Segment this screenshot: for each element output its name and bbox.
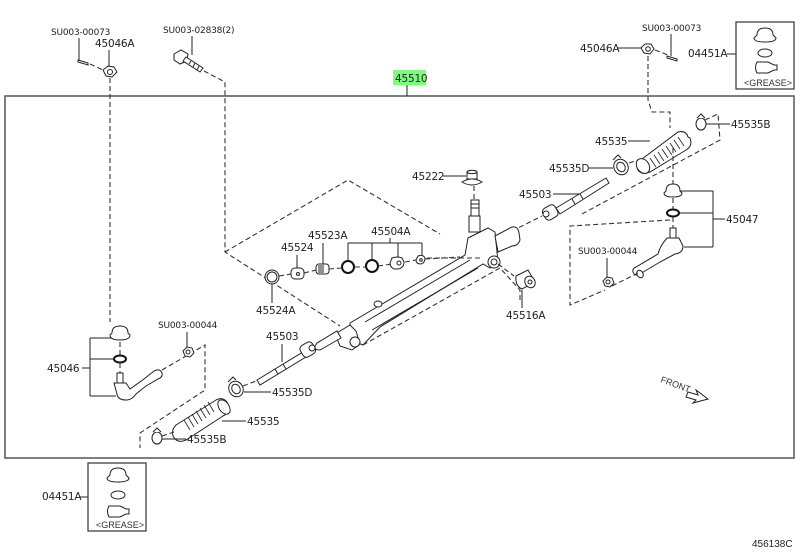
assembly-frame [4, 95, 795, 459]
flange-bolt-icon [173, 49, 204, 73]
grease-tube-icon [107, 505, 130, 518]
front-label: FRONT [659, 374, 692, 394]
part-number-45503-left[interactable]: 45503 [266, 331, 299, 343]
part-number-45535d-left[interactable]: 45535D [272, 387, 313, 399]
clip-icon [695, 113, 707, 131]
part-number-45510[interactable]: 45510 [395, 73, 428, 85]
tie-rod-end-icon [632, 227, 684, 279]
tie-rod-icon [541, 177, 610, 221]
steering-rack-housing[interactable] [314, 199, 521, 351]
o-ring-icon [757, 48, 773, 58]
part-number-45504a[interactable]: 45504A [371, 226, 412, 238]
bracket-leader-45046 [82, 337, 116, 397]
clip-icon [151, 427, 163, 445]
rack-guide-icon [290, 267, 305, 280]
part-number-45516a[interactable]: 45516A [506, 310, 547, 322]
cotter-pin-icon [666, 55, 678, 62]
part-number-45046[interactable]: 45046 [47, 363, 80, 375]
dust-boot-icon [106, 467, 130, 483]
bracket-leader-45047 [680, 190, 725, 248]
part-number-45046a-right[interactable]: 45046A [580, 43, 621, 55]
o-ring-icon [365, 259, 379, 273]
part-number-04451a-bottom[interactable]: 04451A [42, 491, 83, 503]
part-number-45535b-right[interactable]: 45535B [731, 119, 771, 131]
dust-boot-icon [663, 183, 683, 198]
tie-rod-end-icon [113, 369, 163, 401]
cotter-pin-icon [77, 59, 89, 66]
part-number-su003-00073-right[interactable]: SU003-00073 [642, 24, 701, 34]
o-ring-icon [113, 354, 127, 364]
grease-tube-icon [755, 61, 778, 74]
part-number-45535b-left[interactable]: 45535B [187, 434, 227, 446]
washer-icon [415, 254, 426, 265]
bracket-leader-45504a [347, 238, 423, 262]
part-number-45535-left[interactable]: 45535 [247, 416, 280, 428]
part-number-45503-right[interactable]: 45503 [519, 189, 552, 201]
part-number-45535d-right[interactable]: 45535D [549, 163, 590, 175]
part-label-45510[interactable]: 45510 [393, 70, 428, 96]
hose-clamp-icon [612, 154, 629, 176]
dust-boot-icon [109, 325, 131, 341]
mount-bushing-icon [515, 269, 536, 290]
part-number-45524[interactable]: 45524 [281, 242, 314, 254]
part-number-su003-00073-left[interactable]: SU003-00073 [51, 28, 110, 38]
repair-kit-box-bottom[interactable]: <GREASE> [87, 462, 147, 532]
highlight-box [393, 70, 426, 85]
spring-cap-icon [315, 263, 330, 275]
grease-caption: <GREASE> [96, 520, 144, 530]
front-direction-indicator: FRONT [659, 374, 710, 404]
dust-boot-icon [753, 27, 777, 43]
part-number-su003-00044-left[interactable]: SU003-00044 [158, 321, 218, 331]
repair-kit-box-top[interactable]: <GREASE> [735, 21, 795, 90]
part-number-45523a[interactable]: 45523A [308, 230, 349, 242]
tie-rod-icon [256, 341, 317, 386]
o-ring-icon [666, 208, 680, 218]
part-number-45046a-left[interactable]: 45046A [95, 38, 136, 50]
o-ring-icon [341, 260, 355, 274]
direction-arrow-icon [685, 388, 710, 404]
pinion-dust-cover-icon [461, 169, 483, 186]
rack-guide-seat-icon [389, 256, 405, 270]
part-number-45524a[interactable]: 45524A [256, 305, 297, 317]
diagram-reference-code: 456138C [752, 539, 793, 550]
o-ring-icon [110, 490, 126, 500]
hose-clamp-icon [227, 376, 244, 398]
part-number-su003-00044-right[interactable]: SU003-00044 [578, 247, 638, 257]
part-number-45222[interactable]: 45222 [412, 171, 445, 183]
grease-caption: <GREASE> [744, 78, 792, 88]
part-number-45535-right[interactable]: 45535 [595, 136, 628, 148]
bellows-boot-icon [635, 131, 692, 174]
part-number-04451a-top[interactable]: 04451A [688, 48, 729, 60]
part-number-45047[interactable]: 45047 [726, 214, 759, 226]
part-number-su003-02838[interactable]: SU003-02838(2) [163, 26, 235, 36]
